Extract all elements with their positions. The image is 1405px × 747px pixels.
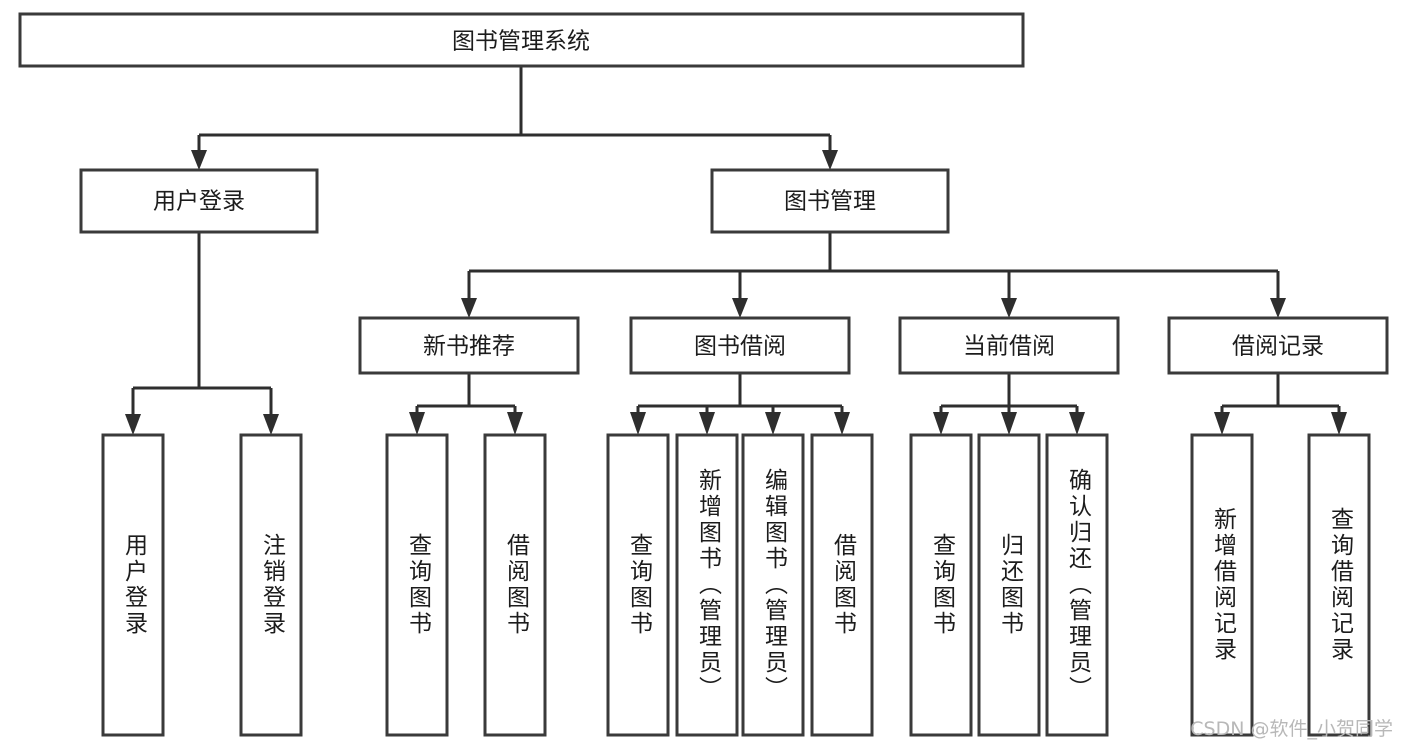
leaf-user-login-box[interactable] [101,433,165,737]
leaf-cb-query-book[interactable]: 查询图书 [909,433,973,737]
arrow-to-current-borrow [1001,298,1017,318]
leaf-bb-query-book[interactable]: 查询图书 [606,433,670,737]
leaf-cb-return-book[interactable]: 归还图书 [977,433,1041,737]
leaf-bb-borrow-book-box[interactable] [810,433,874,737]
leaf-bb-edit-book-box[interactable] [741,433,805,737]
leaf-nb-borrow-book-box[interactable] [483,433,547,737]
leaf-bb-edit-book[interactable]: 编辑图书（管理员） [741,433,805,737]
edges-currentborrow-to-leaves [933,373,1085,435]
leaf-cb-return-book-label: 归还图书 [997,533,1025,637]
leaf-cb-return-book-box[interactable] [977,433,1041,737]
leaf-br-query-record[interactable]: 查询借阅记录 [1307,433,1371,737]
arrow-to-book-manage [822,150,838,170]
arrow-leaf-query-book-nb [409,412,425,435]
leaf-bb-query-book-label: 查询图书 [626,533,654,637]
node-book-borrow[interactable]: 图书借阅 [629,316,851,375]
leaf-bb-query-book-box[interactable] [606,433,670,737]
arrow-leaf-query-record [1331,412,1347,435]
node-user-login[interactable]: 用户登录 [79,168,319,234]
node-book-manage[interactable]: 图书管理 [710,168,950,234]
edges-newbook-to-leaves [409,373,523,435]
arrow-leaf-return-book [1001,412,1017,435]
leaf-bb-edit-book-label: 编辑图书（管理员） [761,468,789,702]
node-new-book-recommend-label: 新书推荐 [423,334,515,360]
leaf-user-login[interactable]: 用户登录 [101,433,165,737]
arrow-leaf-logout [263,414,279,435]
leaf-cb-query-book-label: 查询图书 [929,533,957,637]
arrow-to-borrow-record [1270,298,1286,318]
node-book-borrow-label: 图书借阅 [694,334,786,360]
leaf-bb-borrow-book[interactable]: 借阅图书 [810,433,874,737]
node-current-borrow-label: 当前借阅 [963,334,1055,360]
arrow-leaf-query-book-bb [630,412,646,435]
leaf-nb-query-book-label: 查询图书 [405,533,433,637]
leaf-bb-add-book[interactable]: 新增图书（管理员） [675,433,739,737]
edges-userlogin-to-leaves [125,232,279,435]
arrow-leaf-add-book [699,412,715,435]
leaf-logout-label: 注销登录 [259,533,287,637]
node-user-login-box[interactable] [79,168,319,234]
leaf-logout[interactable]: 注销登录 [239,433,303,737]
arrow-leaf-add-record [1214,412,1230,435]
leaf-br-add-record-label: 新增借阅记录 [1210,507,1238,663]
node-borrow-record-box[interactable] [1167,316,1389,375]
leaf-cb-confirm-return-box[interactable] [1045,433,1109,737]
arrow-to-user-login [191,150,207,170]
arrow-leaf-confirm-return [1069,412,1085,435]
node-user-login-label: 用户登录 [153,189,245,215]
node-book-borrow-box[interactable] [629,316,851,375]
node-borrow-record-label: 借阅记录 [1232,334,1324,360]
leaf-br-add-record[interactable]: 新增借阅记录 [1190,433,1254,737]
leaf-bb-add-book-label: 新增图书（管理员） [695,468,723,702]
leaf-bb-add-book-box[interactable] [675,433,739,737]
leaf-br-query-record-label: 查询借阅记录 [1327,507,1355,663]
arrow-leaf-borrow-book-bb [834,412,850,435]
arrow-leaf-borrow-book-nb [507,412,523,435]
node-current-borrow[interactable]: 当前借阅 [898,316,1120,375]
arrow-leaf-query-book-cb [933,412,949,435]
leaf-logout-box[interactable] [239,433,303,737]
edges-borrowrecord-to-leaves [1214,373,1347,435]
leaf-nb-borrow-book[interactable]: 借阅图书 [483,433,547,737]
node-book-manage-label: 图书管理 [784,189,876,215]
leaf-bb-borrow-book-label: 借阅图书 [830,533,858,637]
arrow-leaf-edit-book [765,412,781,435]
leaf-br-add-record-box[interactable] [1190,433,1254,737]
node-root-system-box[interactable] [18,12,1025,68]
arrow-leaf-user-login [125,414,141,435]
node-new-book-recommend[interactable]: 新书推荐 [358,316,580,375]
leaf-nb-query-book[interactable]: 查询图书 [385,433,449,737]
node-current-borrow-box[interactable] [898,316,1120,375]
leaf-nb-query-book-box[interactable] [385,433,449,737]
arrow-to-new-book [461,298,477,318]
edges-root-to-level2 [191,66,838,170]
node-borrow-record[interactable]: 借阅记录 [1167,316,1389,375]
node-book-manage-box[interactable] [710,168,950,234]
edges-bookborrow-to-leaves [630,373,850,435]
leaf-cb-confirm-return[interactable]: 确认归还（管理员） [1045,433,1109,737]
arrow-to-book-borrow [732,298,748,318]
edges-bookmanage-to-level3 [461,232,1286,318]
leaf-br-query-record-box[interactable] [1307,433,1371,737]
node-root-system[interactable]: 图书管理系统 [18,12,1025,68]
leaf-user-login-label: 用户登录 [121,533,149,637]
leaf-nb-borrow-book-label: 借阅图书 [503,533,531,637]
node-root-system-label: 图书管理系统 [452,29,590,55]
node-new-book-recommend-box[interactable] [358,316,580,375]
leaf-cb-confirm-return-label: 确认归还（管理员） [1065,468,1093,702]
leaf-cb-query-book-box[interactable] [909,433,973,737]
